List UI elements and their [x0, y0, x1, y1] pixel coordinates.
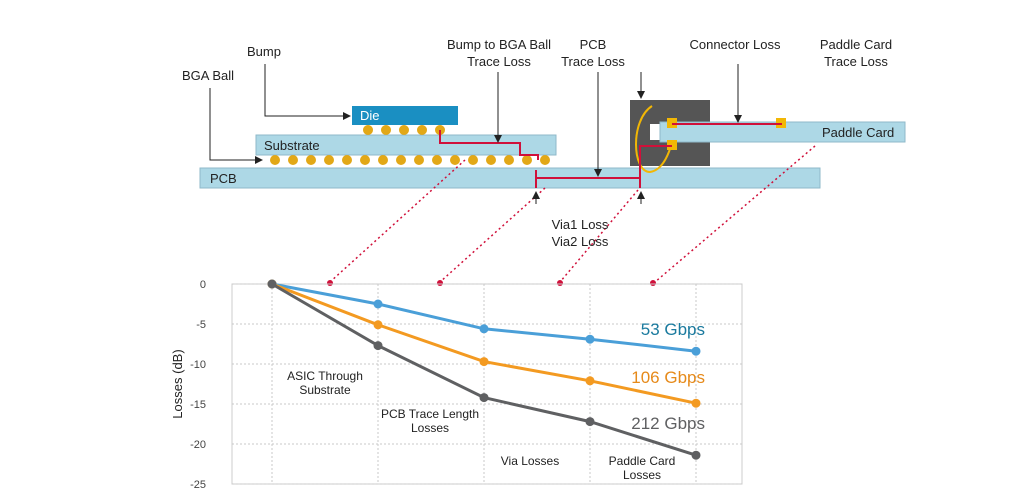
via2-label: Via2 Loss [552, 234, 609, 249]
via1-label: Via1 Loss [552, 217, 609, 232]
data-point [585, 417, 595, 427]
data-point [585, 334, 595, 344]
bga-ball [342, 155, 352, 165]
loss-chart: 0 -5 -10 -15 -20 -25 Losses (dB) ASIC Through… [170, 279, 743, 491]
bga-ball [414, 155, 424, 165]
bump [381, 125, 391, 135]
bump-trace-label-2: Trace Loss [467, 54, 531, 69]
data-point [373, 341, 383, 351]
region-label: Losses [623, 468, 661, 482]
pcb-trace-label-1: PCB [580, 37, 607, 52]
bga-ball [396, 155, 406, 165]
series-group: 53 Gbps 106 Gbps 212 Gbps [267, 279, 705, 460]
bga-ball [468, 155, 478, 165]
data-point [479, 324, 489, 334]
data-point [373, 299, 383, 309]
pcb-trace-label-2: Trace Loss [561, 54, 625, 69]
y-tick-label: -25 [190, 479, 206, 491]
bga-ball [540, 155, 550, 165]
die [352, 106, 458, 125]
bga-ball [504, 155, 514, 165]
signal-traces [439, 123, 782, 188]
bga-ball [486, 155, 496, 165]
data-point [691, 346, 701, 356]
data-point [585, 376, 595, 386]
paddle-trace-label-2: Trace Loss [824, 54, 888, 69]
bga-ball [360, 155, 370, 165]
cross-section: PCB Substrate Die [182, 37, 906, 286]
guide-dots [327, 280, 656, 286]
bga-ball [378, 155, 388, 165]
data-point [691, 398, 701, 408]
data-point [267, 279, 277, 289]
y-tick-label: -10 [190, 359, 206, 371]
pcb-board [199, 167, 821, 189]
region-label: PCB Trace Length [381, 407, 479, 421]
bump [363, 125, 373, 135]
y-axis-label: Losses (dB) [170, 349, 185, 418]
y-tick-label: -5 [196, 319, 206, 331]
connector-loss-label: Connector Loss [689, 37, 781, 52]
leaders [209, 64, 742, 204]
data-point [479, 357, 489, 367]
paddle-card-label: Paddle Card [822, 125, 894, 140]
y-tick-label: -20 [190, 439, 206, 451]
bump-label: Bump [247, 44, 281, 59]
data-point [373, 320, 383, 330]
bga-ball [450, 155, 460, 165]
bump [399, 125, 409, 135]
series-label: 212 Gbps [631, 414, 705, 433]
region-label: Substrate [299, 383, 351, 397]
bumps [363, 125, 445, 135]
bga-ball [306, 155, 316, 165]
bga-ball [522, 155, 532, 165]
bga-ball [270, 155, 280, 165]
pcb-label: PCB [210, 171, 237, 186]
bump-trace-label-1: Bump to BGA Ball [447, 37, 551, 52]
bga-ball [432, 155, 442, 165]
substrate [255, 134, 557, 156]
y-tick-labels: 0 -5 -10 -15 -20 -25 [190, 279, 206, 491]
guide-lines [329, 145, 816, 283]
connector-spring [635, 105, 673, 174]
data-point [691, 450, 701, 460]
bga-ball [324, 155, 334, 165]
region-label: Paddle Card [609, 454, 676, 468]
data-point [479, 393, 489, 403]
plot-area [231, 283, 743, 485]
bga-balls [270, 155, 550, 165]
die-label: Die [360, 108, 380, 123]
series-label: 53 Gbps [641, 320, 705, 339]
paddle-trace-label-1: Paddle Card [820, 37, 892, 52]
substrate-label: Substrate [264, 138, 320, 153]
y-tick-label: -15 [190, 399, 206, 411]
region-label: Losses [411, 421, 449, 435]
bga-ball-label: BGA Ball [182, 68, 234, 83]
region-label: Via Losses [501, 454, 559, 468]
bump [417, 125, 427, 135]
y-tick-label: 0 [200, 279, 206, 291]
bga-ball [288, 155, 298, 165]
series-label: 106 Gbps [631, 368, 705, 387]
region-label: ASIC Through [287, 369, 363, 383]
